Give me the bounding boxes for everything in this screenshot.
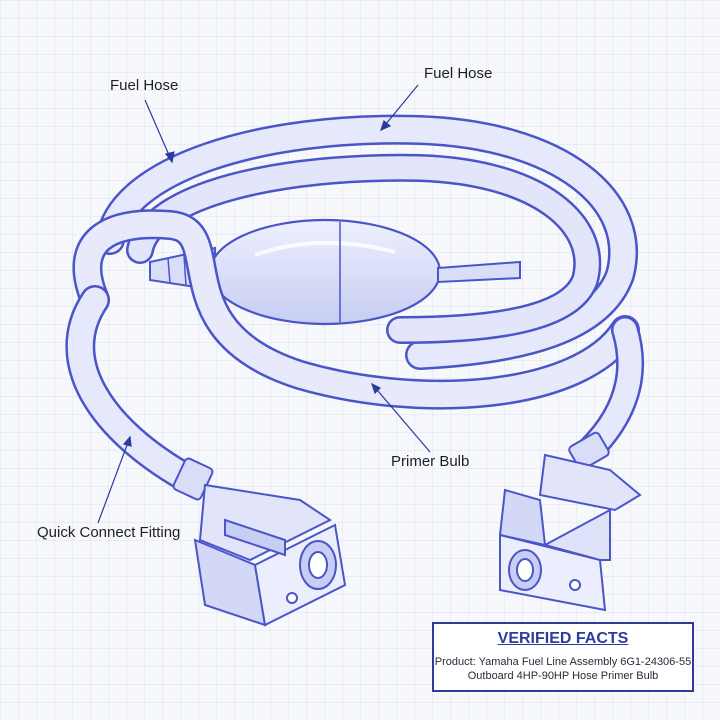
- verified-facts-title: VERIFIED FACTS: [497, 630, 629, 647]
- left-quick-connect-fitting: [172, 457, 347, 627]
- right-quick-connect-fitting: [498, 431, 642, 612]
- verified-facts-body: Product: Yamaha Fuel Line Assembly 6G1-2…: [434, 655, 692, 683]
- leader-lines: [97, 84, 431, 524]
- label-fuel-hose-left: Fuel Hose: [110, 77, 179, 94]
- facts-line-product: Product: Yamaha Fuel Line Assembly 6G1-2…: [434, 656, 692, 668]
- facts-line-outboard: Outboard 4HP-90HP Hose Primer Bulb: [467, 670, 659, 682]
- label-fuel-hose-right: Fuel Hose: [424, 65, 493, 82]
- verified-facts-box: VERIFIED FACTS Product: Yamaha Fuel Line…: [432, 622, 694, 692]
- label-quick-connect-fitting: Quick Connect Fitting: [37, 524, 181, 541]
- hose-coil: [65, 114, 645, 495]
- label-primer-bulb: Primer Bulb: [391, 453, 470, 470]
